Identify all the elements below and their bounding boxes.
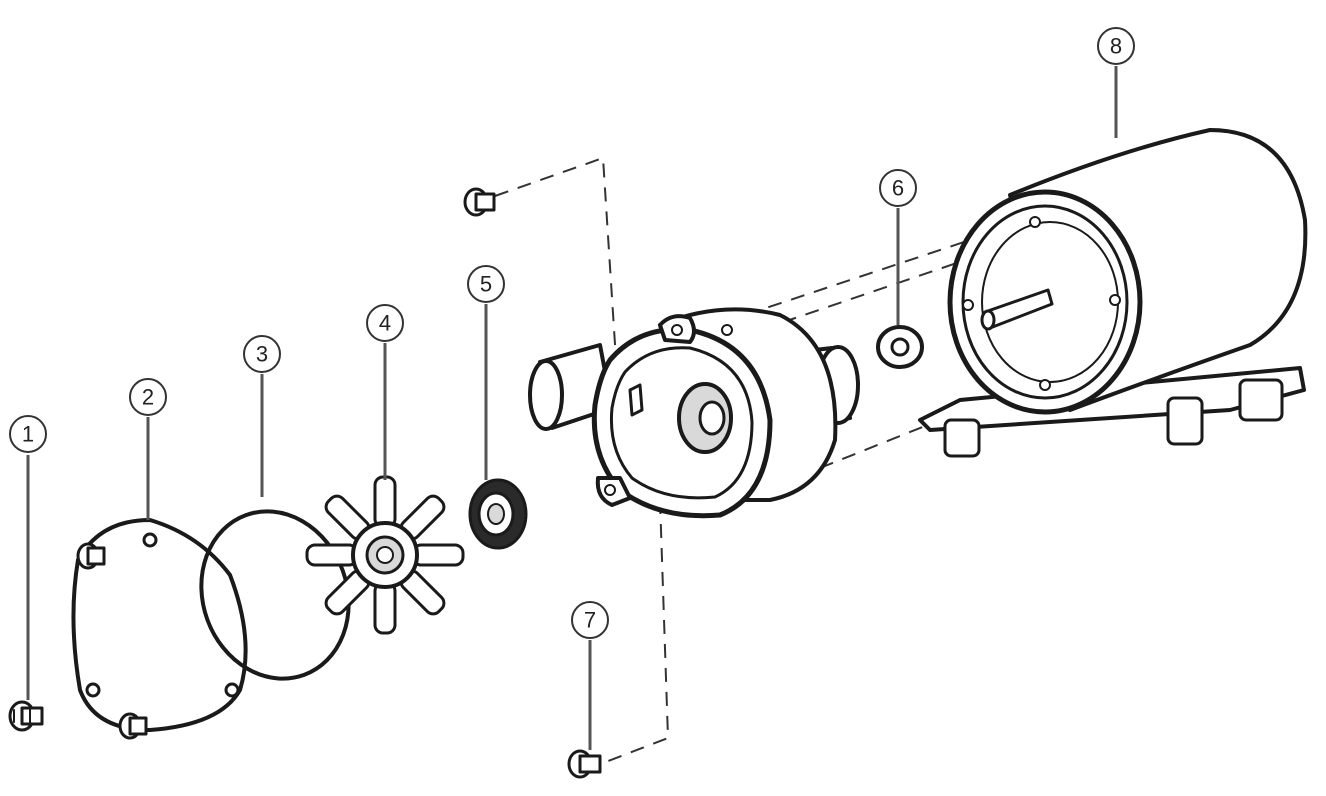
callout-5-label: 5: [480, 272, 492, 297]
callout-8: 8: [1097, 27, 1135, 138]
callout-6-label: 6: [892, 176, 904, 201]
part-1-screw[interactable]: [8, 700, 44, 732]
callout-7: 7: [571, 601, 609, 750]
callout-1-label: 1: [22, 422, 34, 447]
callout-4-label: 4: [379, 311, 391, 336]
callout-1: 1: [9, 415, 47, 700]
part-4-impeller[interactable]: [305, 475, 465, 635]
part-5-seal[interactable]: [468, 478, 528, 550]
part-8-motor[interactable]: [918, 128, 1308, 458]
callout-2: 2: [129, 378, 167, 520]
callout-5: 5: [467, 265, 505, 480]
callout-6: 6: [879, 169, 917, 325]
callout-8-label: 8: [1110, 34, 1122, 59]
part-7-screw-upper[interactable]: [463, 187, 496, 217]
callout-3-label: 3: [256, 342, 268, 367]
callout-2-label: 2: [142, 385, 154, 410]
part-6-washer[interactable]: [876, 325, 924, 369]
part-3-gasket[interactable]: [178, 491, 371, 700]
callout-7-label: 7: [584, 608, 596, 633]
part-7-screw[interactable]: [567, 749, 602, 779]
callout-4: 4: [366, 304, 404, 480]
part-2-end-cover[interactable]: [71, 518, 248, 740]
callout-3: 3: [243, 335, 281, 497]
callouts: 1 2 3 4 5 6 7: [9, 27, 1135, 750]
pump-housing[interactable]: [528, 307, 860, 519]
